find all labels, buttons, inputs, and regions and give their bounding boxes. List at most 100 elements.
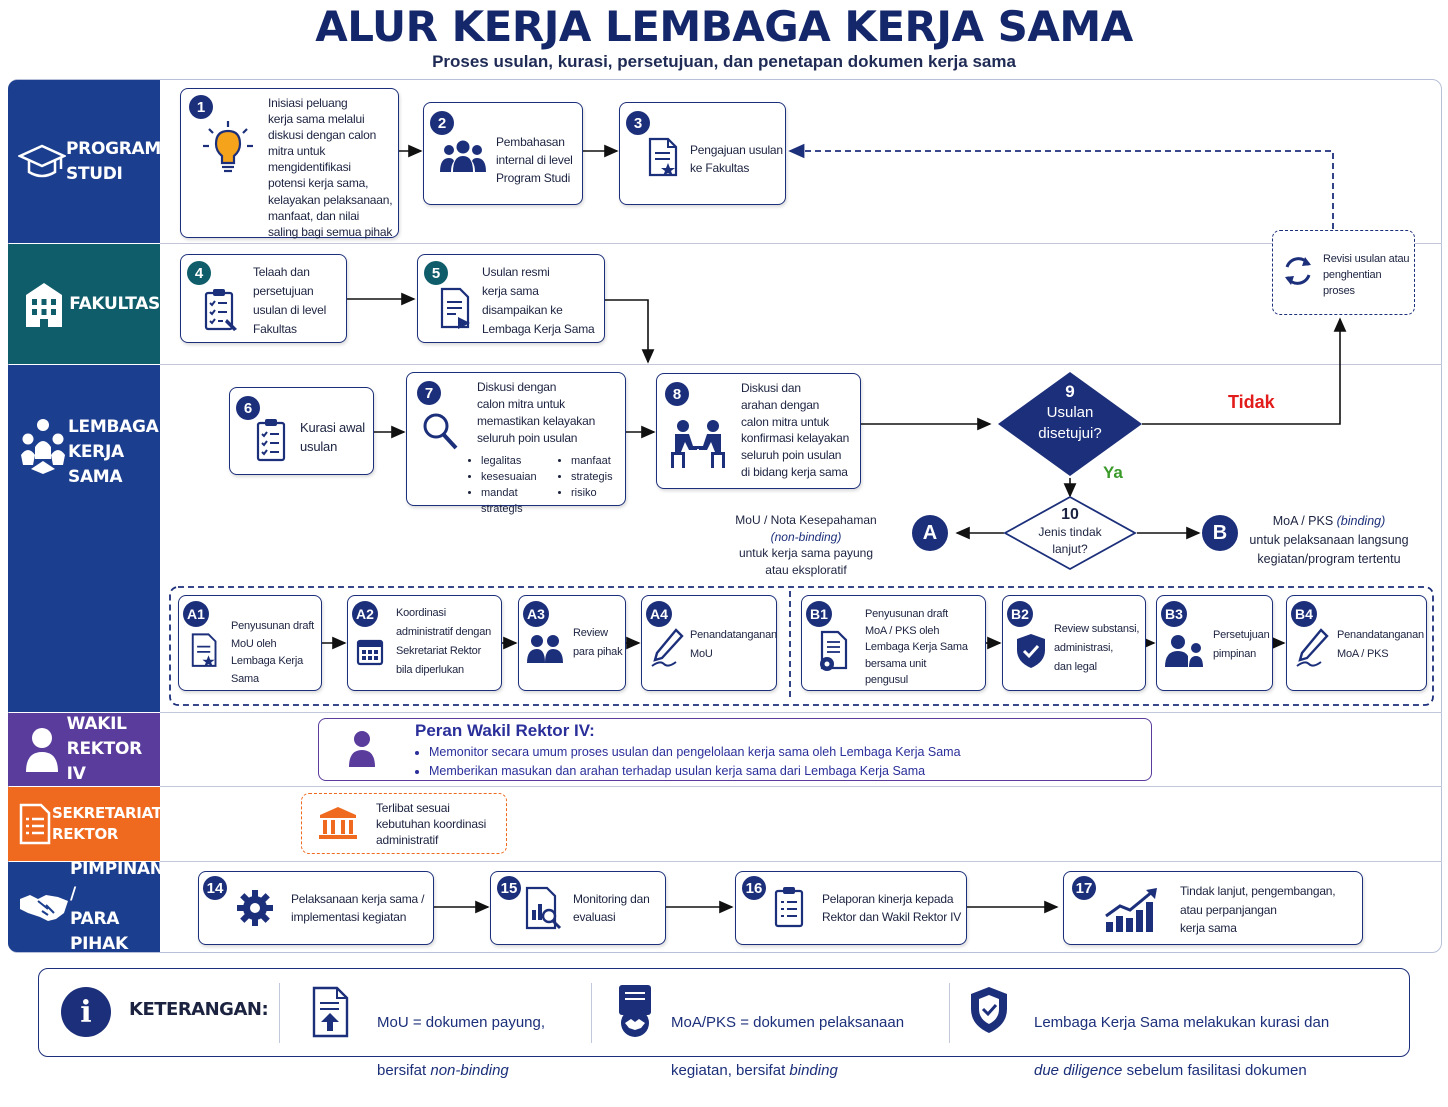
decision-text: Jenis tindak lanjut? [1038, 525, 1102, 556]
step-number: A4 [646, 601, 672, 627]
step-5-box[interactable]: 5 Usulan resmi kerja sama disampaikan ke… [417, 254, 605, 343]
step-text: Penandatanganan MoA / PKS [1337, 629, 1424, 660]
step-text: Inisiasi peluang kerja sama melalui disk… [268, 96, 393, 239]
step-number: B1 [806, 601, 832, 627]
legend-mou-text: MoU = dokumen payung, bersifat non-bindi… [377, 987, 545, 1107]
step-8-box[interactable]: 8 Diskusi dan arahan dengan calon mitra … [656, 373, 861, 489]
legend-moa-binding: binding [789, 1062, 838, 1079]
checklist-icon [256, 418, 286, 467]
step-15-box[interactable]: 15 Monitoring dan evaluasi [490, 871, 666, 945]
step-4-box[interactable]: 4 Telaah dan persetujuan usulan di level… [180, 254, 347, 343]
step-b4-box[interactable]: B4 Penandatanganan MoA / PKS [1286, 595, 1427, 691]
option-a-description: MoU / Nota Kesepahaman (non-binding) unt… [726, 512, 886, 578]
lane-lembaga-kerja-sama: LEMBAGA KERJA SAMA [8, 365, 160, 712]
criteria-item: risiko [571, 485, 625, 501]
step-1-box[interactable]: 1 Inisiasi peluang kerja sama melalui di… [180, 88, 399, 239]
document-star-icon [648, 137, 680, 184]
decision-9-diamond [998, 372, 1142, 476]
sekretariat-note-box: Terlibat sesuai kebutuhan koordinasi adm… [301, 793, 507, 854]
step-number: 14 [203, 876, 227, 900]
criteria-list-right: manfaatstrategisrisiko [559, 453, 625, 501]
step-6-box[interactable]: 6 Kurasi awal usulan [229, 387, 374, 475]
page-title: ALUR KERJA LEMBAGA KERJA SAMA [315, 2, 1133, 51]
person-icon [347, 729, 377, 774]
step-a4-box[interactable]: A4 Penandatanganan MoU [641, 595, 777, 691]
step-number: 8 [665, 382, 689, 406]
wakil-role-box: Peran Wakil Rektor IV: Memonitor secara … [318, 718, 1152, 781]
decision-10-diamond [1003, 495, 1137, 571]
step-text: Usulan resmi kerja sama disampaikan ke L… [482, 265, 595, 336]
step-text: Koordinasi administratif dengan Sekretar… [396, 607, 492, 676]
legend-lks-due-diligence: due diligence [1034, 1062, 1123, 1079]
report-search-icon [525, 886, 563, 935]
legend-divider [279, 983, 280, 1043]
clipboard-icon [774, 886, 804, 933]
revisi-box[interactable]: Revisi usulan atau penghentian proses [1272, 230, 1415, 315]
step-number: B2 [1007, 601, 1033, 627]
refresh-icon [1281, 253, 1315, 294]
step-b1-box[interactable]: B1 Penyusunan draft MoA / PKS oleh Lemba… [801, 595, 986, 691]
step-a1-box[interactable]: A1 Penyusunan draft MoU oleh Lembaga Ker… [178, 595, 322, 691]
arrow-tidak-revisi [1142, 317, 1347, 425]
step-number: 6 [236, 396, 260, 420]
step-2-box[interactable]: 2 Pembahasan internal di level Program S… [423, 102, 583, 205]
lane-label: PROGRAM STUDI [66, 138, 162, 184]
step-number: 1 [189, 95, 213, 119]
lane-label: WAKIL REKTOR IV [66, 714, 143, 784]
step-b2-box[interactable]: B2 Review substansi, administrasi, dan l… [1002, 595, 1146, 691]
option-b-binding: (binding) [1336, 514, 1386, 528]
step-text: Review para pihak [573, 627, 623, 658]
legend-divider [591, 983, 592, 1043]
lane-wakil-rektor: WAKIL REKTOR IV [8, 713, 160, 786]
step-number: A3 [523, 601, 549, 627]
document-gear-icon [818, 630, 848, 679]
lane-divider [160, 786, 1442, 787]
lane-fakultas: FAKULTAS [8, 244, 160, 364]
wakil-role-item: Memberikan masukan dan arahan terhadap u… [429, 762, 961, 781]
step-number: B3 [1161, 601, 1187, 627]
step-3-box[interactable]: 3 Pengajuan usulan ke Fakultas [619, 102, 786, 205]
graduation-cap-icon [18, 142, 66, 182]
step-7-box[interactable]: 7 Diskusi dengan calon mitra untuk memas… [406, 372, 626, 515]
checklist-icon [203, 287, 239, 338]
step-a3-box[interactable]: A3 Review para pihak [518, 595, 626, 691]
label-ya: Ya [1103, 463, 1123, 482]
decision-9: 9 Usulan disetujui? [1010, 382, 1130, 444]
step-text: Pelaksanaan kerja sama / implementasi ke… [291, 892, 425, 924]
lightbulb-icon [203, 119, 253, 180]
step-16-box[interactable]: 16 Pelaporan kinerja kepada Rektor dan W… [735, 871, 967, 945]
step-number: 16 [742, 876, 766, 900]
option-b-description: MoA / PKS (binding) untuk pelaksanaan la… [1244, 512, 1414, 569]
step-17-box[interactable]: 17 Tindak lanjut, pengembangan, atau per… [1063, 871, 1363, 945]
gear-icon [235, 888, 275, 933]
arrow-5-8 [605, 299, 655, 364]
institution-icon [318, 805, 358, 846]
step-b3-box[interactable]: B3 Persetujuan pimpinan [1156, 595, 1273, 691]
legend-lks-line1: Lembaga Kerja Sama melakukan kurasi dan [1034, 1014, 1330, 1031]
step-text: Telaah dan persetujuan usulan di level F… [253, 265, 327, 336]
lane-divider [160, 364, 1442, 365]
legend-mou-nonbinding: non-binding [430, 1062, 509, 1079]
step-14-box[interactable]: 14 Pelaksanaan kerja sama / implementasi… [198, 871, 434, 945]
growth-chart-icon [1102, 886, 1162, 939]
step-number: 3 [626, 111, 650, 135]
shield-check-icon [969, 985, 1009, 1040]
leader-icon [1165, 634, 1205, 673]
legend-moa-line2: kegiatan, bersifat [671, 1062, 790, 1079]
option-b-line1: MoA / PKS [1272, 514, 1337, 528]
legend-moa-line1: MoA/PKS = dokumen pelaksanaan [671, 1014, 905, 1031]
step-number: A2 [352, 601, 378, 627]
building-icon [18, 279, 69, 329]
decision-10: 10 Jenis tindak lanjut? [1020, 506, 1120, 558]
step-a2-box[interactable]: A2 Koordinasi administratif dengan Sekre… [347, 595, 502, 691]
option-b-marker: B [1202, 515, 1238, 551]
legend-lks-text: Lembaga Kerja Sama melakukan kurasi dan … [1034, 987, 1329, 1107]
criteria-item: legalitas [481, 453, 559, 469]
lane-label: FAKULTAS [69, 293, 160, 314]
wakil-role-item: Memonitor secara umum proses usulan dan … [429, 743, 961, 762]
people-network-icon [18, 415, 68, 475]
legend-mou-line2: bersifat [377, 1062, 431, 1079]
shield-check-icon [1015, 632, 1047, 675]
handshake-icon [18, 889, 70, 925]
step-number: 10 [1061, 506, 1079, 523]
